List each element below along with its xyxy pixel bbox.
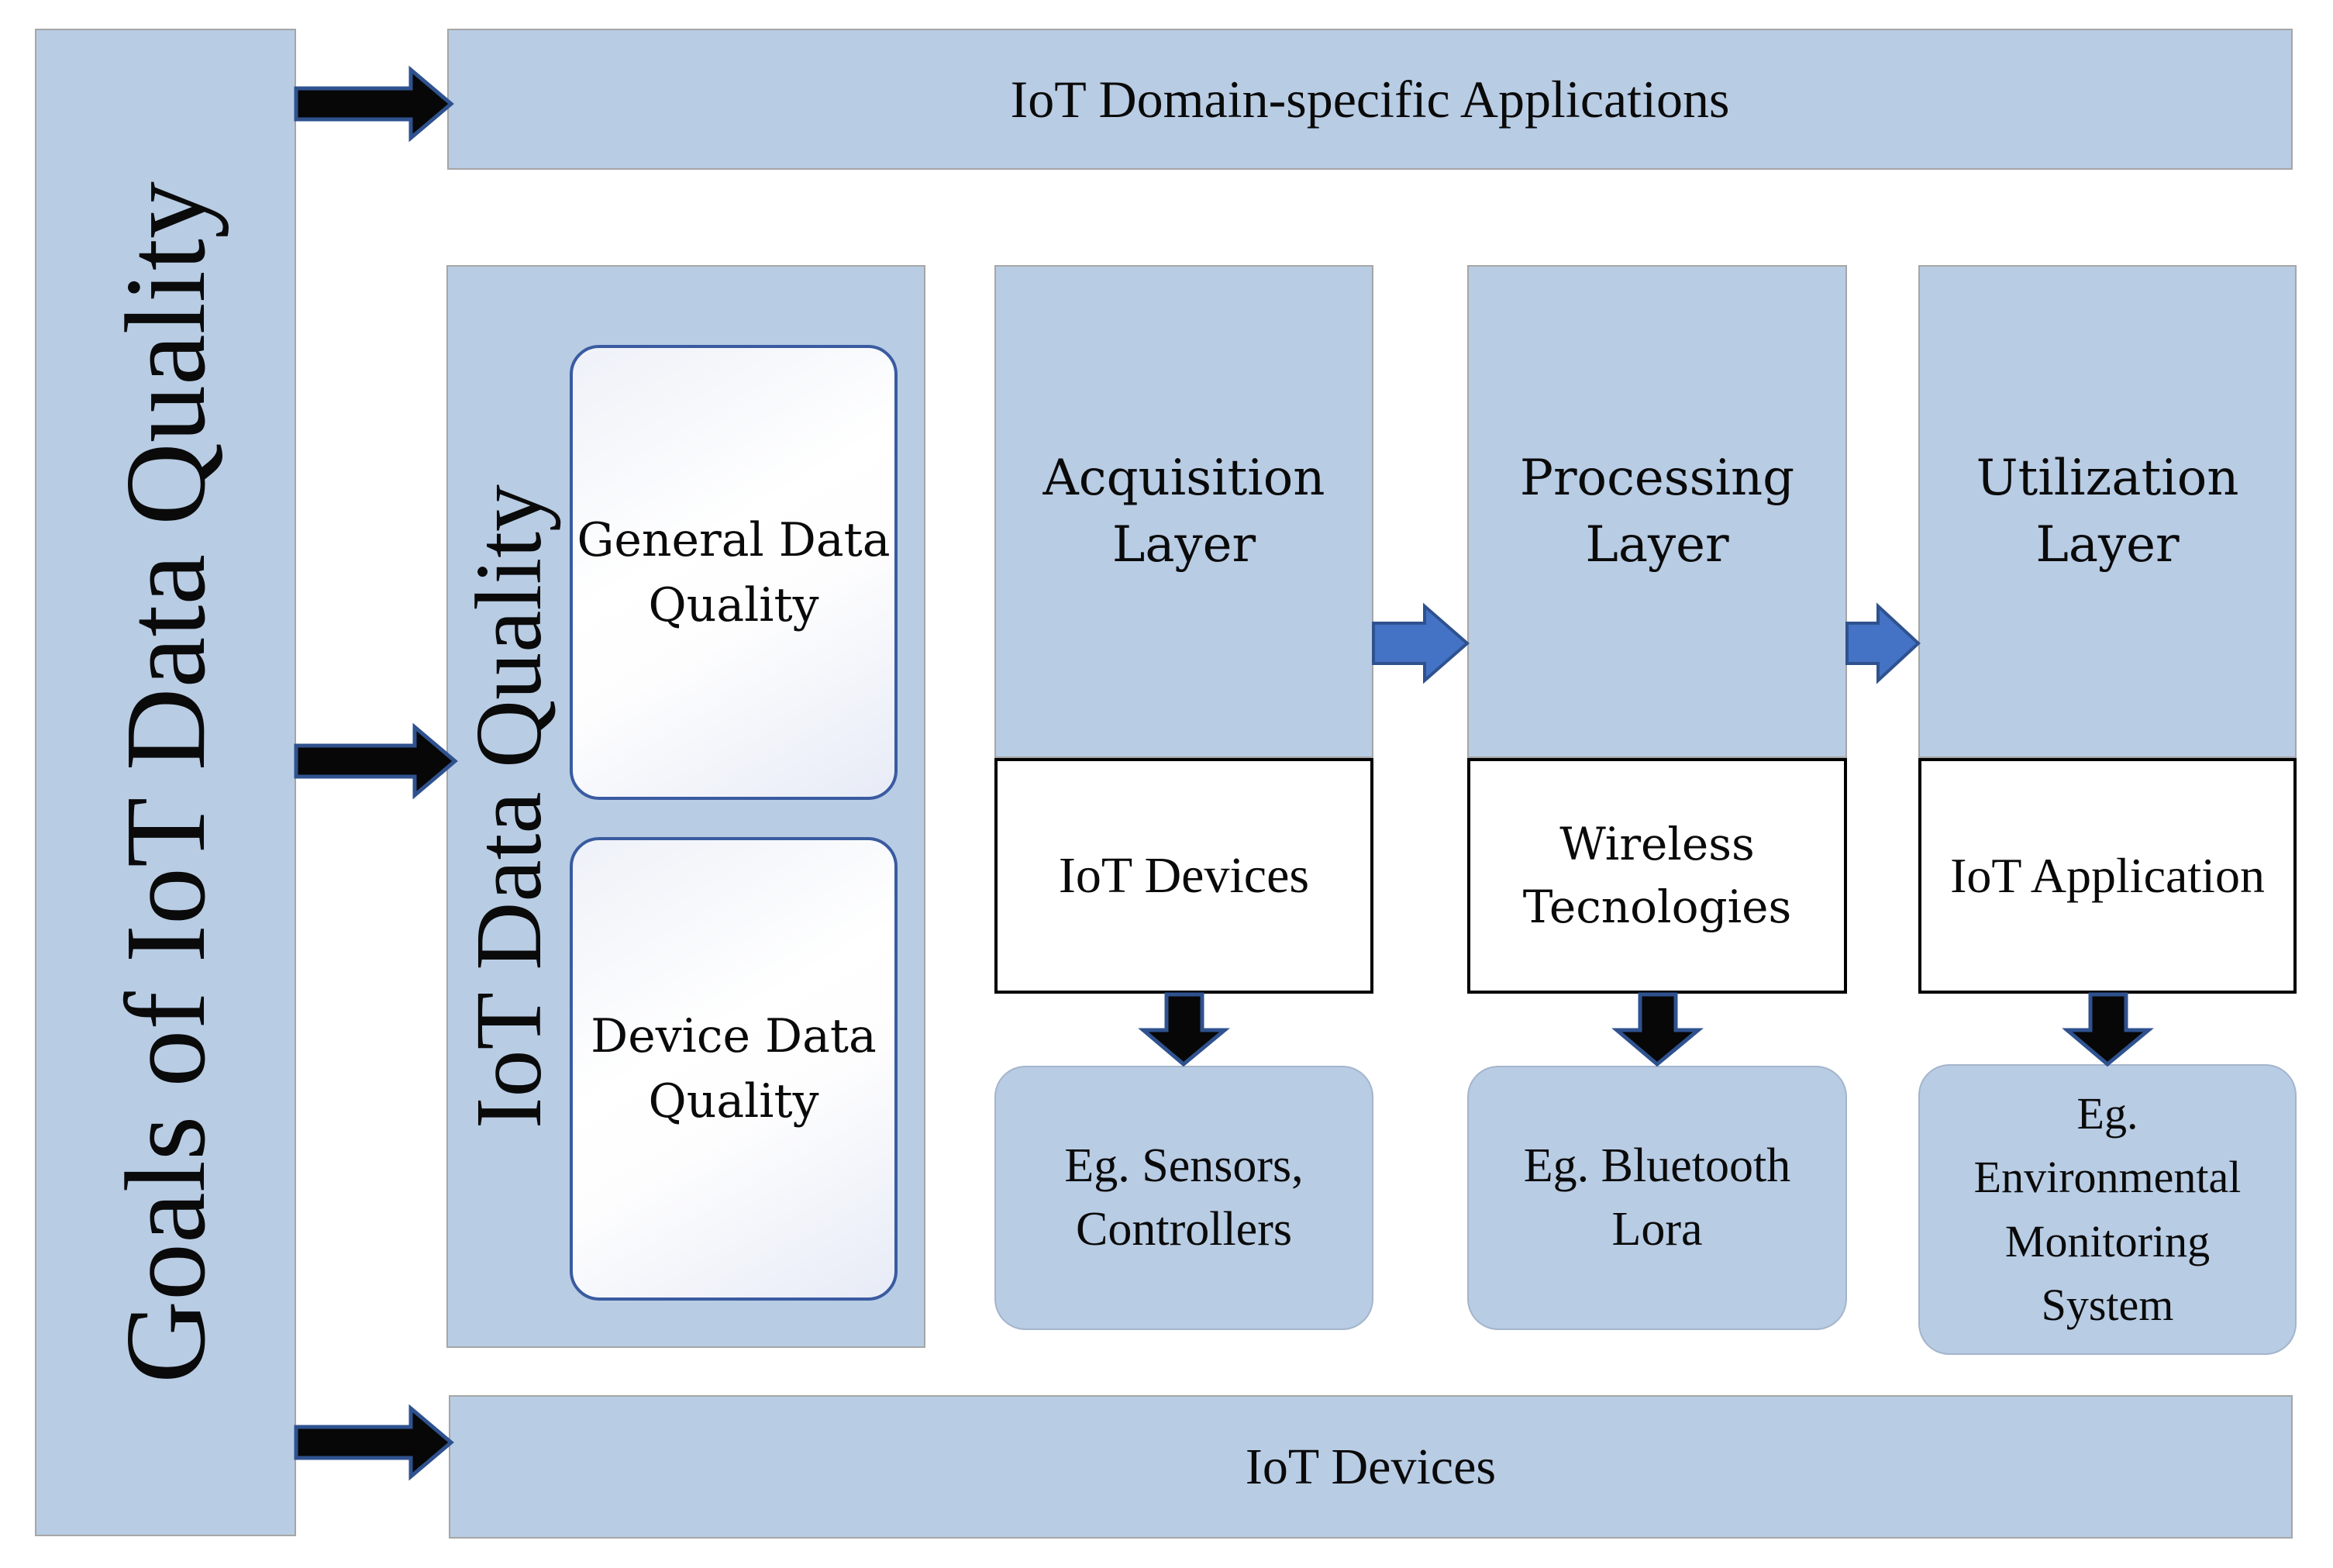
arrow-processing-to-utilization-icon [1845, 602, 1921, 684]
bluetooth-lora-example-box: Eg. Bluetooth Lora [1467, 1066, 1847, 1330]
iot-devices-bar: IoT Devices [449, 1395, 2293, 1539]
general-data-quality-box: General Data Quality [570, 345, 898, 800]
goals-bar-label: Goals of IoT Data Quality [102, 181, 229, 1384]
arrow-right-bottom-icon [294, 1404, 454, 1481]
arrow-acquisition-to-processing-icon [1372, 602, 1470, 684]
wireless-technologies-component-box: Wireless Tecnologies [1467, 758, 1847, 994]
iot-data-quality-labelwrap: IoT Data Quality [446, 265, 572, 1348]
arrow-right-top-icon [294, 65, 454, 143]
domain-applications-bar: IoT Domain-specific Applications [447, 29, 2293, 170]
iot-devices-component-box: IoT Devices [994, 758, 1373, 994]
arrow-down-utilization-icon [2062, 992, 2154, 1067]
domain-applications-label: IoT Domain-specific Applications [1010, 69, 1730, 129]
iot-data-quality-label: IoT Data Quality [457, 484, 561, 1129]
processing-layer-column: Processing Layer [1467, 265, 1847, 758]
device-data-quality-box: Device Data Quality [570, 837, 898, 1301]
arrow-down-processing-icon [1611, 992, 1704, 1067]
acquisition-layer-column: Acquisition Layer [994, 265, 1373, 758]
sensors-controllers-example-box: Eg. Sensors, Controllers [994, 1066, 1373, 1330]
iot-application-component-box: IoT Application [1918, 758, 2297, 994]
utilization-layer-column: Utilization Layer [1918, 265, 2297, 758]
arrow-down-acquisition-icon [1138, 992, 1230, 1067]
arrow-right-middle-icon [294, 722, 458, 800]
environmental-monitoring-example-box: Eg. Environmental Monitoring System [1918, 1064, 2297, 1355]
goals-bar: Goals of IoT Data Quality [35, 29, 296, 1536]
iot-devices-bar-label: IoT Devices [1245, 1438, 1497, 1495]
